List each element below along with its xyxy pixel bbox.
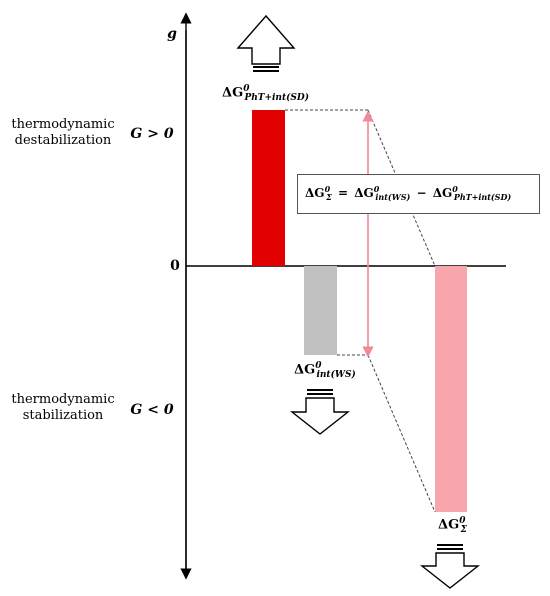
- dG-int-label: ΔG0int(WS): [294, 361, 356, 380]
- equation-box: [297, 174, 540, 214]
- stab-condition: G < 0: [130, 402, 174, 418]
- equation: ΔG0Σ = ΔG0int(WS) − ΔG0PhT+int(SD): [305, 184, 512, 203]
- sigma-bar: [435, 266, 467, 512]
- destab-condition: G > 0: [130, 126, 174, 142]
- int-bar: [304, 266, 337, 355]
- axis-label: g: [167, 26, 177, 42]
- destab-label: thermodynamic destabilization: [11, 117, 115, 148]
- down-arrow-sigma-icon: [419, 544, 481, 589]
- down-arrow-icon: [289, 389, 351, 435]
- phT-bar: [252, 110, 285, 266]
- dash-diag-top: [367, 109, 436, 267]
- dash-diag-bottom: [367, 354, 436, 513]
- dG-sigma-label: ΔG0Σ: [438, 516, 467, 535]
- stab-label: thermodynamic stabilization: [11, 392, 115, 423]
- up-arrow-icon: [236, 14, 296, 72]
- zero-label: 0: [170, 258, 180, 274]
- dG-phT-label: ΔG0PhT+int(SD): [222, 84, 309, 103]
